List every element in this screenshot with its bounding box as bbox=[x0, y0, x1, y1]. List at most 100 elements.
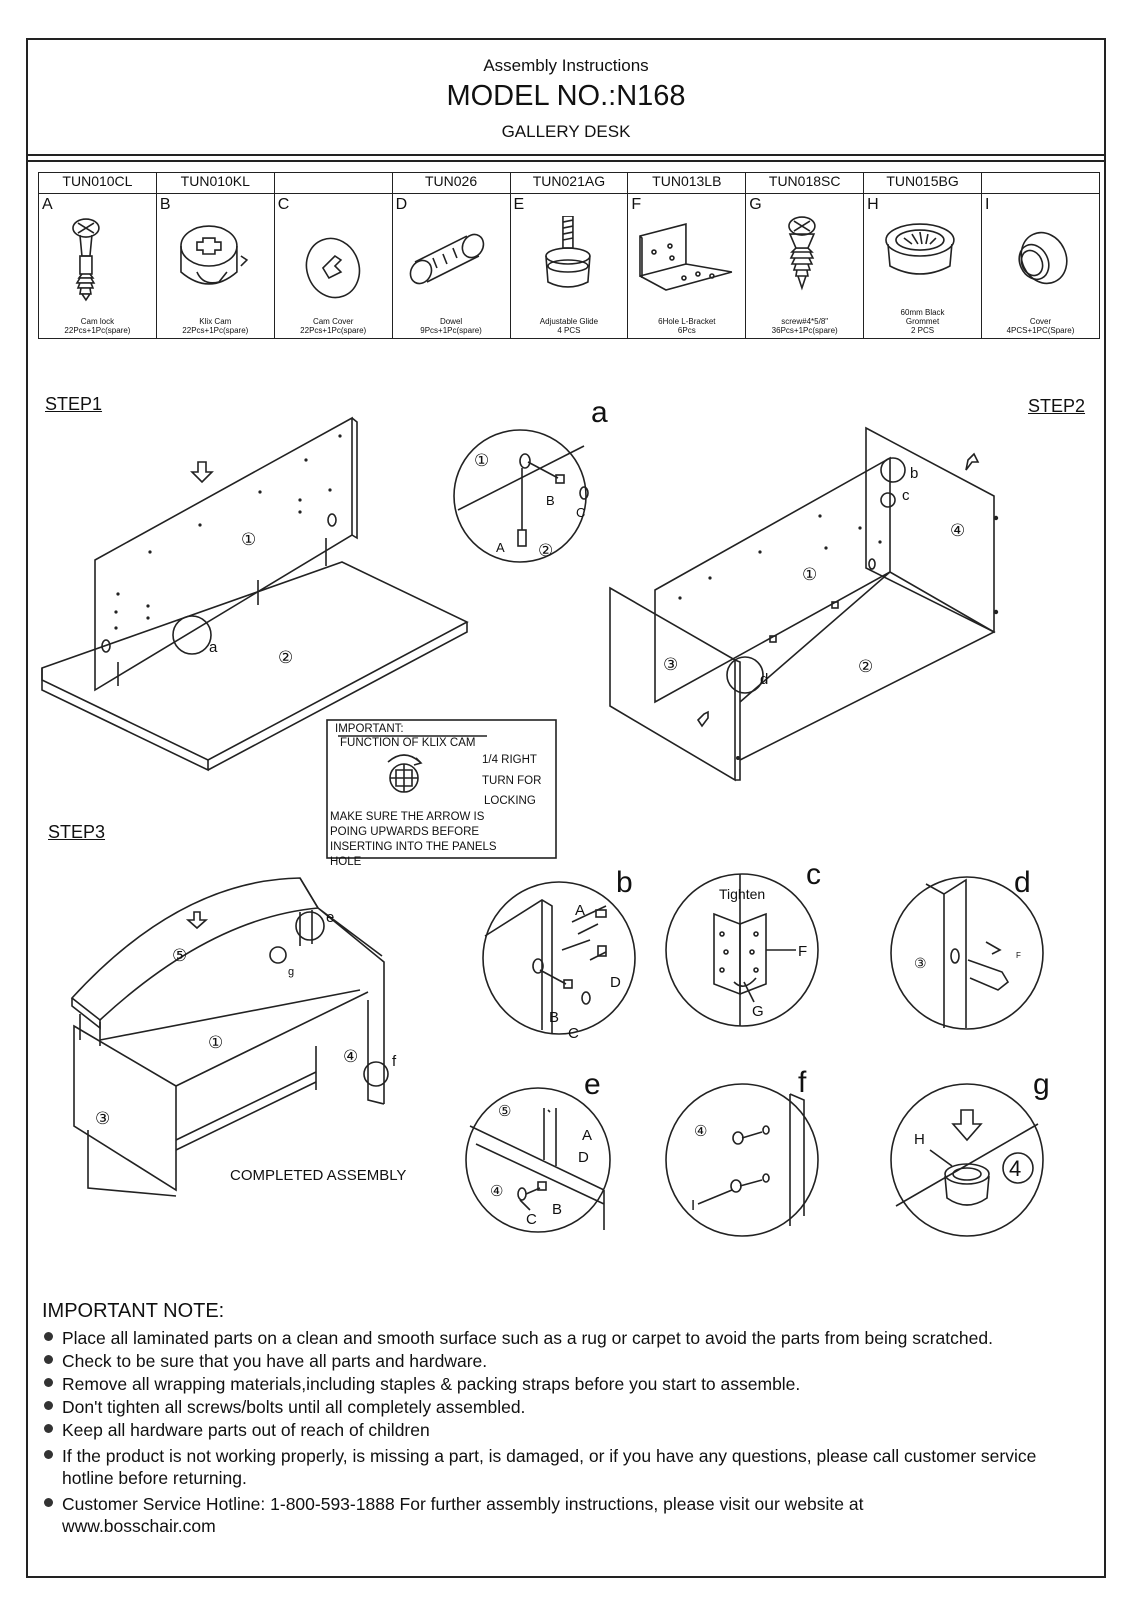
part-desc: Cam Cover bbox=[312, 317, 354, 326]
part-f-label: F bbox=[798, 943, 807, 960]
part-g-label: G bbox=[752, 1003, 764, 1020]
completed-assembly-label: COMPLETED ASSEMBLY bbox=[230, 1167, 406, 1184]
callout-g: g bbox=[288, 966, 294, 978]
part-code: TUN018SC bbox=[745, 172, 865, 194]
panel-4-label: ④ bbox=[490, 1183, 503, 1200]
note-text: Place all laminated parts on a clean and… bbox=[62, 1328, 993, 1348]
part-a-label: A bbox=[575, 902, 585, 919]
part-letter: I bbox=[985, 196, 990, 213]
part-desc: screw#4*5/8" bbox=[781, 317, 829, 326]
list-item: Customer Service Hotline: 1-800-593-1888… bbox=[42, 1493, 962, 1537]
panel-5-label: ⑤ bbox=[172, 946, 187, 965]
step2-drawing bbox=[609, 426, 999, 782]
klix-line1: 1/4 RIGHT bbox=[482, 754, 537, 766]
part-code: TUN010CL bbox=[38, 172, 157, 194]
part-qty: 36Pcs+1Pc(spare) bbox=[771, 326, 838, 335]
parts-table: TUN010CL TUN010KL TUN026 TUN021AG TUN013… bbox=[38, 172, 1100, 339]
list-item: Place all laminated parts on a clean and… bbox=[42, 1327, 1102, 1349]
cover-icon bbox=[1018, 231, 1068, 285]
important-box bbox=[326, 719, 557, 859]
panel-4-label: ④ bbox=[950, 521, 965, 540]
part-b-label: B bbox=[549, 1009, 559, 1026]
part-letter: A bbox=[42, 196, 53, 213]
dowel-icon bbox=[409, 233, 484, 285]
part-desc: Adjustable Glide bbox=[539, 317, 599, 326]
screw-icon bbox=[788, 216, 816, 291]
klix-line3: LOCKING bbox=[484, 795, 536, 807]
part-f-label: F bbox=[1016, 951, 1021, 960]
part-c-label: C bbox=[526, 1211, 537, 1228]
panel-1-label: ① bbox=[208, 1033, 223, 1052]
detail-a bbox=[453, 429, 589, 563]
detail-c bbox=[665, 873, 819, 1027]
part-desc: 60mm Black bbox=[900, 308, 945, 317]
part-letter: C bbox=[277, 196, 290, 213]
panel-1-label: ① bbox=[802, 565, 817, 584]
step3-drawing bbox=[70, 877, 389, 1197]
list-item: If the product is not working properly, … bbox=[42, 1445, 1062, 1489]
step1-label: STEP1 bbox=[45, 394, 103, 414]
part-letter: G bbox=[749, 196, 762, 213]
important-heading: IMPORTANT: bbox=[335, 723, 404, 735]
panel-3-label: ③ bbox=[914, 955, 927, 971]
detail-f bbox=[665, 1083, 819, 1237]
detail-c-title: c bbox=[806, 858, 821, 891]
arrow-icon bbox=[965, 452, 980, 471]
part-c-label: C bbox=[576, 505, 585, 520]
adjustable-glide-icon bbox=[544, 216, 591, 288]
part-letter: E bbox=[513, 196, 525, 213]
part-code: TUN015BG bbox=[863, 172, 982, 194]
header-divider bbox=[26, 154, 1106, 156]
page-border bbox=[26, 38, 1106, 1578]
arrow-down-icon bbox=[185, 911, 209, 930]
part-desc: Cover bbox=[1029, 317, 1052, 326]
panel-5-label: ⑤ bbox=[498, 1103, 511, 1120]
callout-f: f bbox=[392, 1053, 397, 1070]
part-desc: 6Hole L-Bracket bbox=[658, 317, 716, 326]
part-qty: 4PCS+1PC(Spare) bbox=[1006, 326, 1075, 335]
tighten-label: Tighten bbox=[719, 886, 765, 902]
step2-label: STEP2 bbox=[1028, 396, 1086, 416]
detail-f-title: f bbox=[798, 1066, 807, 1099]
note-text: Check to be sure that you have all parts… bbox=[62, 1351, 488, 1371]
arrow-icon bbox=[696, 710, 709, 728]
callout-d: d bbox=[760, 671, 768, 688]
callout-b: b bbox=[910, 465, 918, 482]
part-letter: D bbox=[395, 196, 408, 213]
part-desc: Klix Cam bbox=[199, 317, 232, 326]
product-name: GALLERY DESK bbox=[501, 122, 631, 141]
part-letter: B bbox=[159, 196, 171, 213]
part-desc: Dowel bbox=[439, 317, 463, 326]
step1-drawing bbox=[41, 416, 469, 772]
callout-e: e bbox=[326, 909, 334, 926]
detail-d-title: d bbox=[1014, 866, 1031, 899]
panel-1-label: ① bbox=[474, 451, 489, 470]
part-letter: H bbox=[867, 196, 879, 213]
grommet-icon bbox=[885, 223, 955, 275]
part-qty: 9Pcs+1Pc(spare) bbox=[420, 326, 482, 335]
step3-label: STEP3 bbox=[48, 822, 106, 842]
detail-e-title: e bbox=[584, 1068, 601, 1101]
part-qty: 22Pcs+1Pc(spare) bbox=[300, 326, 367, 335]
klix-warning: INSERTING INTO THE PANELS bbox=[330, 841, 497, 853]
part-a-label: A bbox=[582, 1127, 592, 1144]
note-text: Keep all hardware parts out of reach of … bbox=[62, 1420, 430, 1440]
note-text: Customer Service Hotline: 1-800-593-1888… bbox=[62, 1494, 864, 1536]
klix-cam-title: FUNCTION OF KLIX CAM bbox=[340, 737, 475, 749]
detail-b bbox=[482, 881, 636, 1035]
part-desc-2: Grommet bbox=[905, 317, 940, 326]
part-i-label: I bbox=[691, 1197, 695, 1214]
cam-lock-icon bbox=[72, 218, 100, 302]
part-d-label: D bbox=[610, 974, 621, 991]
klix-cam-icon bbox=[180, 225, 249, 285]
note-text: Don't tighten all screws/bolts until all… bbox=[62, 1397, 526, 1417]
notes-title: IMPORTANT NOTE: bbox=[42, 1300, 225, 1322]
callout-c: c bbox=[902, 487, 910, 504]
